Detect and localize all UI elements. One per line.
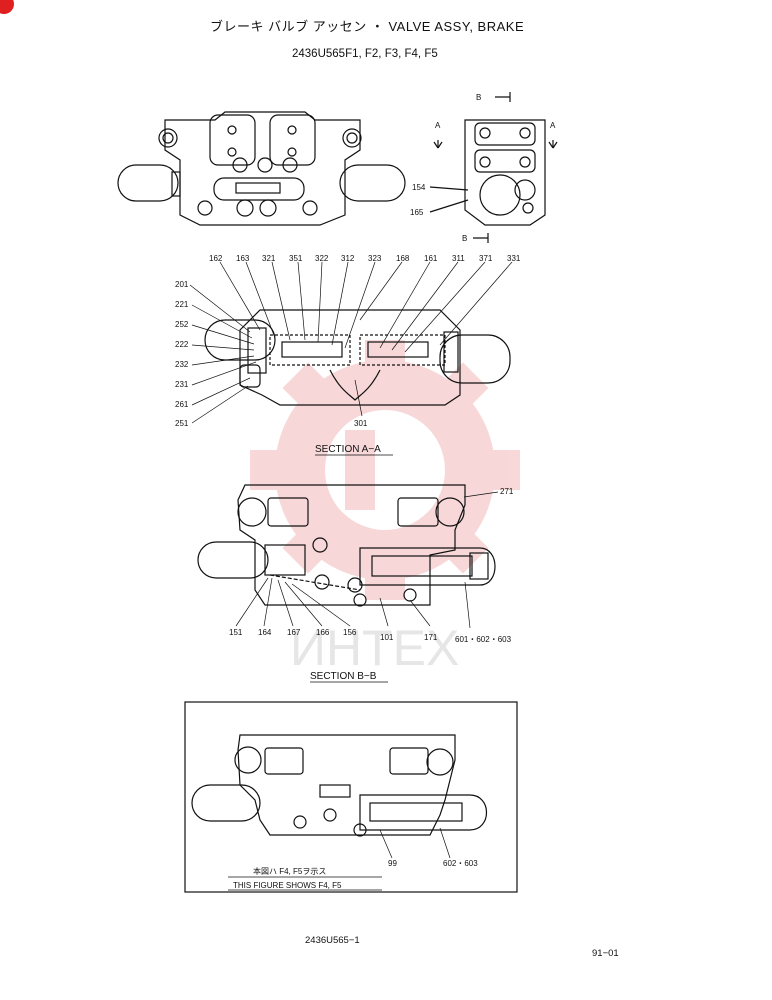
section-b-callouts: 271 151 164 167 166 156 101 171 601・602・… (229, 487, 514, 644)
callout-321: 321 (262, 254, 276, 263)
section-a-caption: SECTION A−A (315, 444, 381, 455)
callout-154: 154 (412, 183, 426, 192)
callout-151: 151 (229, 628, 243, 637)
callout-101: 101 (380, 633, 394, 642)
callout-311: 311 (452, 254, 465, 263)
callout-323: 323 (368, 254, 382, 263)
callout-165: 165 (410, 208, 424, 217)
callout-232: 232 (175, 360, 189, 369)
callout-601-602-603: 601・602・603 (455, 635, 512, 644)
corner-badge (0, 0, 14, 14)
top-view (117, 111, 406, 226)
page-number: 91−01 (592, 948, 619, 959)
section-a-callouts: 162 163 321 351 322 312 323 168 161 311 … (175, 254, 521, 428)
inset-note-en: THIS FIGURE SHOWS F4, F5 (233, 881, 342, 890)
section-mark-b-bottom: B (462, 234, 467, 243)
callout-322: 322 (315, 254, 329, 263)
watermark-text: ИНТЕХ (290, 620, 459, 676)
callout-261: 261 (175, 400, 189, 409)
callout-252: 252 (175, 320, 189, 329)
callout-371: 371 (479, 254, 493, 263)
callout-222: 222 (175, 340, 189, 349)
callout-171: 171 (424, 633, 438, 642)
page-title: ブレーキ バルブ アッセン ・ VALVE ASSY, BRAKE (210, 19, 525, 34)
watermark-logo (250, 340, 520, 600)
inset-note-jp: 本図ハ F4, F5ヲ示ス (253, 866, 326, 876)
callout-231: 231 (175, 380, 189, 389)
callout-156: 156 (343, 628, 357, 637)
section-b-leaders (235, 491, 499, 629)
inset-drawing (191, 734, 487, 837)
section-mark-b-top: B (476, 93, 481, 102)
section-b-caption: SECTION B−B (310, 671, 377, 682)
callout-331: 331 (507, 254, 521, 263)
callout-99: 99 (388, 859, 397, 868)
callout-271: 271 (500, 487, 514, 496)
callout-161: 161 (424, 254, 438, 263)
section-b-drawing (197, 484, 496, 607)
callout-602-603: 602・603 (443, 859, 478, 868)
drawing-number: 2436U565−1 (305, 935, 360, 946)
callout-164: 164 (258, 628, 272, 637)
inset-leaders (379, 827, 451, 859)
callout-351: 351 (289, 254, 303, 263)
callout-301: 301 (354, 419, 368, 428)
part-number-list: 2436U565F1, F2, F3, F4, F5 (292, 48, 438, 60)
callout-167: 167 (287, 628, 301, 637)
callout-312: 312 (341, 254, 355, 263)
side-view (429, 92, 558, 243)
inset-frame (184, 701, 518, 893)
section-mark-a-left: A (435, 121, 441, 130)
callout-163: 163 (236, 254, 250, 263)
callout-251: 251 (175, 419, 189, 428)
callout-168: 168 (396, 254, 410, 263)
callout-166: 166 (316, 628, 330, 637)
section-a-leaders (189, 261, 513, 424)
section-mark-a-right: A (550, 121, 556, 130)
callout-162: 162 (209, 254, 223, 263)
section-a-drawing (204, 309, 511, 406)
callout-221: 221 (175, 300, 189, 309)
callout-201: 201 (175, 280, 189, 289)
